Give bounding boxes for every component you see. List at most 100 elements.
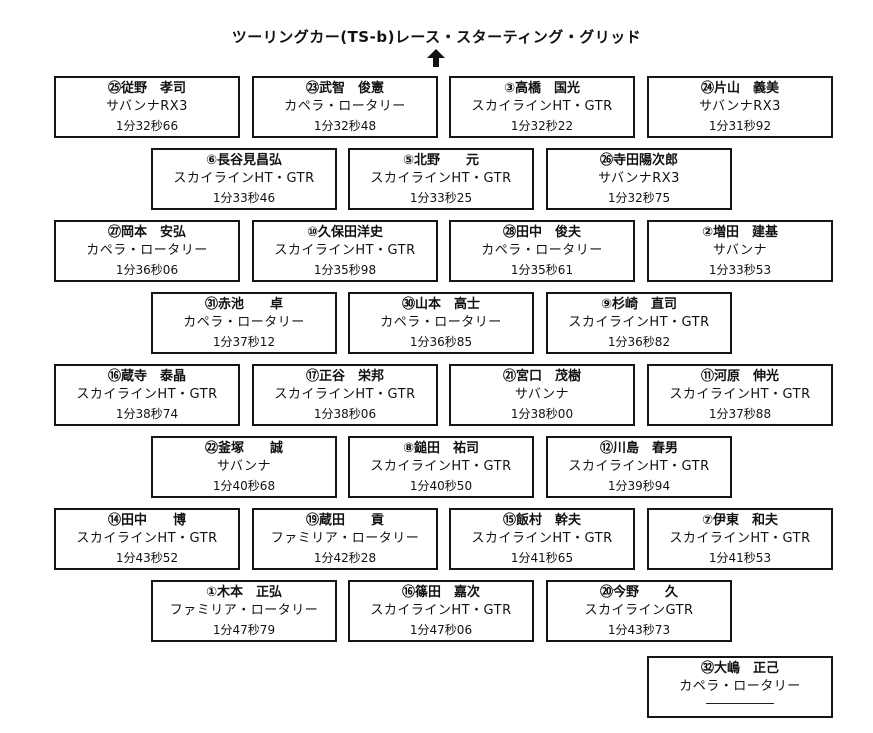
grid-slot: ③高橋 国光スカイラインHT・GTR 1分32秒22 [449, 76, 635, 138]
driver-name: ⑤北野 元 [402, 153, 479, 168]
car-model: カペラ・ロータリー [86, 243, 208, 258]
grid-slot: ㉜大嶋 正己カペラ・ロータリー [647, 656, 833, 718]
lap-time: 1分38秒06 [313, 407, 377, 421]
car-model: スカイラインHT・GTR [76, 531, 218, 546]
driver-name: ⑪河原 伸光 [700, 369, 779, 384]
grid-slot: ㉓武智 俊憲カペラ・ロータリー 1分32秒48 [252, 76, 438, 138]
driver-name: ⑩久保田洋史 [306, 225, 383, 240]
driver-name: ㉗岡本 安弘 [107, 225, 186, 240]
lap-time: 1分42秒28 [313, 551, 377, 565]
driver-name: ㉓武智 俊憲 [305, 81, 384, 96]
car-model: カペラ・ロータリー [183, 315, 305, 330]
lap-time: 1分38秒74 [115, 407, 179, 421]
up-arrow-icon [427, 49, 445, 67]
lap-time: 1分47秒79 [212, 623, 276, 637]
car-model: スカイラインHT・GTR [471, 531, 613, 546]
car-model: カペラ・ロータリー [481, 243, 603, 258]
driver-name: ⑭田中 博 [107, 513, 186, 528]
driver-name: ②増田 建基 [701, 225, 778, 240]
driver-name: ⑲蔵田 貢 [305, 513, 384, 528]
driver-name: ⑥長谷見昌弘 [205, 153, 282, 168]
car-model: スカイラインHT・GTR [669, 531, 811, 546]
driver-name: ⑳今野 久 [599, 585, 678, 600]
driver-name: ⑰正谷 栄邦 [305, 369, 384, 384]
grid-slot: ⑮飯村 幹夫スカイラインHT・GTR 1分41秒65 [449, 508, 635, 570]
grid-slot: ⑭田中 博スカイラインHT・GTR 1分43秒52 [54, 508, 240, 570]
car-model: サバンナ [514, 387, 570, 402]
driver-name: ③高橋 国光 [503, 81, 580, 96]
grid-slot: ㉒釜塚 誠サバンナ 1分40秒68 [151, 436, 337, 498]
car-model: スカイラインHT・GTR [274, 387, 416, 402]
driver-name: ⑯篠田 嘉次 [401, 585, 480, 600]
driver-name: ⑯蔵寺 泰晶 [107, 369, 186, 384]
lap-time: 1分31秒92 [708, 119, 772, 133]
car-model: スカイラインHT・GTR [568, 315, 710, 330]
driver-name: ㉒釜塚 誠 [204, 441, 283, 456]
lap-time: 1分32秒66 [115, 119, 179, 133]
lap-time: 1分35秒61 [510, 263, 574, 277]
car-model: サバンナRX3 [598, 171, 680, 186]
car-model: カペラ・ロータリー [284, 99, 406, 114]
grid-slot: ⑰正谷 栄邦スカイラインHT・GTR 1分38秒06 [252, 364, 438, 426]
car-model: スカイラインHT・GTR [370, 171, 512, 186]
lap-time: 1分40秒50 [409, 479, 473, 493]
grid-slot: ⑩久保田洋史スカイラインHT・GTR 1分35秒98 [252, 220, 438, 282]
driver-name: ⑦伊東 和夫 [701, 513, 778, 528]
lap-time: 1分33秒25 [409, 191, 473, 205]
grid-slot: ⑧鎚田 祐司スカイラインHT・GTR 1分40秒50 [348, 436, 534, 498]
driver-name: ⑫川島 春男 [599, 441, 678, 456]
lap-time: 1分40秒68 [212, 479, 276, 493]
lap-time: 1分32秒75 [607, 191, 671, 205]
car-model: スカイラインHT・GTR [370, 603, 512, 618]
car-model: カペラ・ロータリー [380, 315, 502, 330]
car-model: カペラ・ロータリー [679, 679, 801, 694]
blank-time-line [706, 703, 774, 704]
lap-time: 1分32秒48 [313, 119, 377, 133]
driver-name: ㉕従野 孝司 [107, 81, 186, 96]
lap-time: 1分37秒12 [212, 335, 276, 349]
car-model: スカイラインHT・GTR [76, 387, 218, 402]
car-model: スカイラインGTR [584, 603, 694, 618]
car-model: スカイラインHT・GTR [173, 171, 315, 186]
driver-name: ㉛赤池 卓 [204, 297, 283, 312]
lap-time: 1分32秒22 [510, 119, 574, 133]
lap-time: 1分36秒06 [115, 263, 179, 277]
car-model: スカイラインHT・GTR [471, 99, 613, 114]
lap-time: 1分41秒65 [510, 551, 574, 565]
grid-slot: ⑥長谷見昌弘スカイラインHT・GTR 1分33秒46 [151, 148, 337, 210]
grid-slot: ㉘田中 俊夫カペラ・ロータリー 1分35秒61 [449, 220, 635, 282]
grid-title: ツーリングカー(TS-b)レース・スターティング・グリッド [231, 28, 642, 46]
grid-slot: ⑲蔵田 貢ファミリア・ロータリー 1分42秒28 [252, 508, 438, 570]
lap-time: 1分43秒52 [115, 551, 179, 565]
lap-time: 1分37秒88 [708, 407, 772, 421]
lap-time: 1分47秒06 [409, 623, 473, 637]
car-model: スカイラインHT・GTR [370, 459, 512, 474]
car-model: スカイラインHT・GTR [568, 459, 710, 474]
lap-time: 1分33秒46 [212, 191, 276, 205]
grid-slot: ⑫川島 春男スカイラインHT・GTR 1分39秒94 [546, 436, 732, 498]
grid-slot: ⑯蔵寺 泰晶スカイラインHT・GTR 1分38秒74 [54, 364, 240, 426]
lap-time: 1分36秒82 [607, 335, 671, 349]
car-model: サバンナRX3 [699, 99, 781, 114]
car-model: サバンナ [216, 459, 272, 474]
car-model: ファミリア・ロータリー [169, 603, 319, 618]
car-model: スカイラインHT・GTR [274, 243, 416, 258]
car-model: ファミリア・ロータリー [270, 531, 420, 546]
lap-time: 1分39秒94 [607, 479, 671, 493]
lap-time: 1分35秒98 [313, 263, 377, 277]
car-model: サバンナ [712, 243, 768, 258]
car-model: スカイラインHT・GTR [669, 387, 811, 402]
driver-name: ⑧鎚田 祐司 [402, 441, 479, 456]
driver-name: ⑮飯村 幹夫 [502, 513, 581, 528]
driver-name: ㉘田中 俊夫 [502, 225, 581, 240]
grid-slot: ㉗岡本 安弘カペラ・ロータリー 1分36秒06 [54, 220, 240, 282]
